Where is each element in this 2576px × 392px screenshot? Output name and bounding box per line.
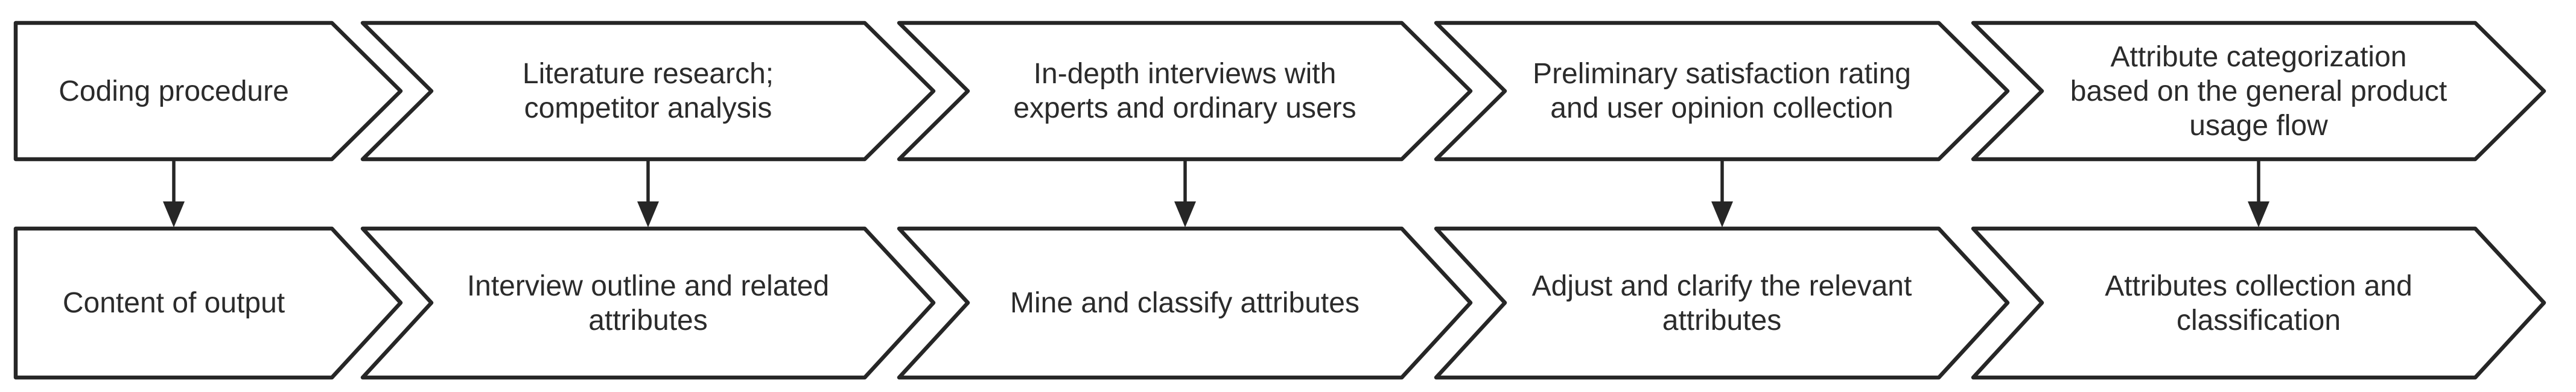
chevron-shape-bottom-1 xyxy=(13,226,403,380)
chevron-shape-top-1 xyxy=(13,21,403,162)
chevron-shape-bottom-4 xyxy=(1434,226,2010,380)
down-arrowhead-icon-5 xyxy=(2248,201,2269,227)
chevron-shape-bottom-3 xyxy=(897,226,1473,380)
chevron-shape-top-5 xyxy=(1971,21,2546,162)
chevron-shape-bottom-5 xyxy=(1971,226,2546,380)
chevron-shape-top-4 xyxy=(1434,21,2010,162)
chevron-shape-bottom-2 xyxy=(360,226,936,380)
chevron-shape-top-3 xyxy=(897,21,1473,162)
down-arrowhead-icon-4 xyxy=(1711,201,1733,227)
down-arrowhead-icon-2 xyxy=(637,201,659,227)
chevron-shape-top-2 xyxy=(360,21,936,162)
down-arrowhead-icon-1 xyxy=(163,201,185,227)
down-arrowhead-icon-3 xyxy=(1174,201,1196,227)
